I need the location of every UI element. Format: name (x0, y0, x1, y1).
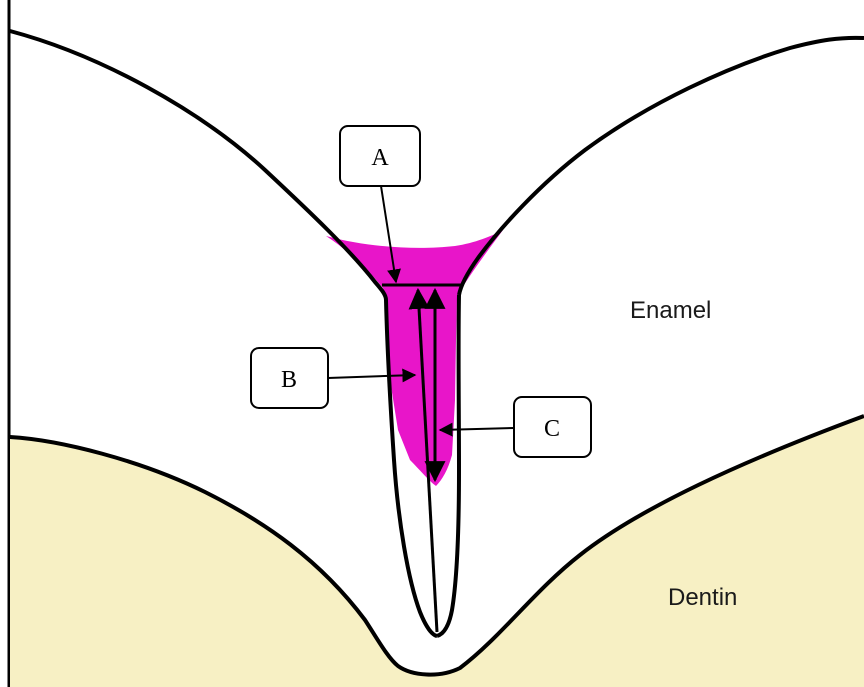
enamel-label: Enamel (630, 297, 711, 324)
label-b-text: B (281, 367, 297, 393)
dentin-label: Dentin (668, 584, 737, 611)
label-box-a: A (340, 126, 420, 186)
label-box-c: C (514, 397, 591, 457)
enamel-surface (10, 31, 386, 300)
fissure-stain (326, 230, 503, 486)
label-box-b: B (251, 348, 328, 408)
label-c-text: C (544, 416, 560, 442)
label-a-text: A (371, 145, 389, 171)
enamel-surface-right (459, 38, 864, 295)
